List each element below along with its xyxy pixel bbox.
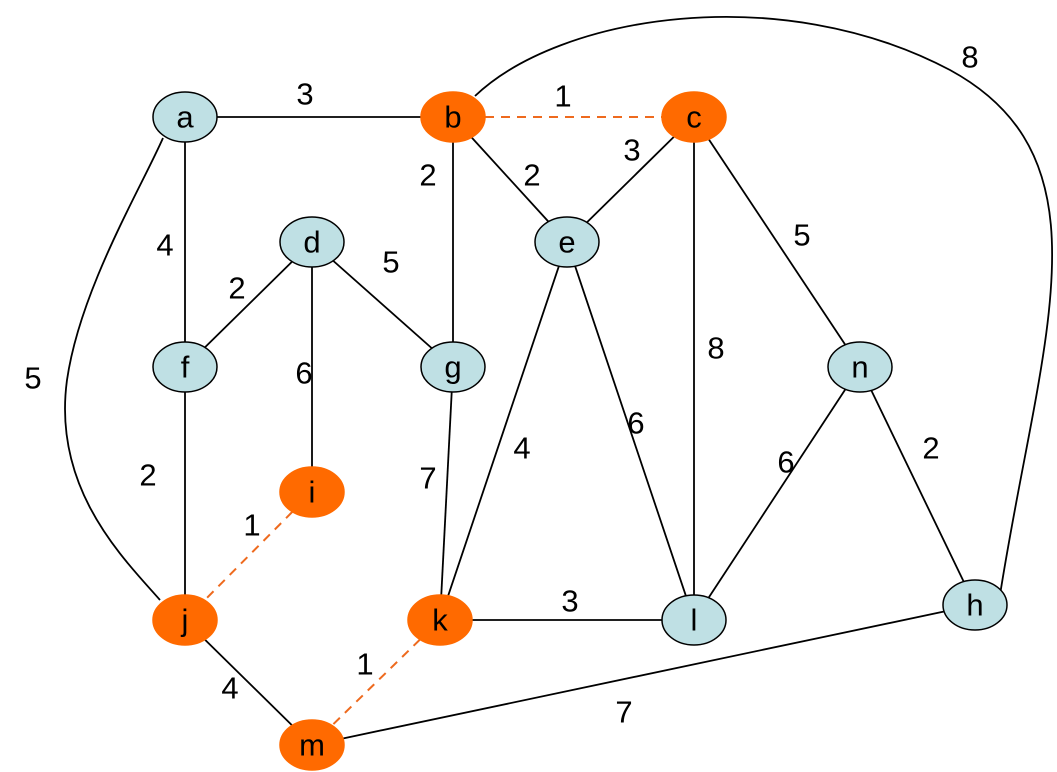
node-j-shape: [152, 594, 218, 646]
node-k-label: k: [432, 603, 448, 638]
node-b-label: b: [444, 100, 461, 135]
node-m-label: m: [299, 728, 325, 763]
edge-weight-n-l: 6: [777, 445, 794, 480]
node-b: b: [420, 91, 486, 143]
edge-n-l: [707, 388, 847, 599]
node-k-shape: [407, 594, 473, 646]
edge-weight-b-c: 1: [554, 79, 571, 114]
node-d: d: [279, 216, 345, 268]
edge-g-k: [440, 391, 453, 596]
edge-e-k: [447, 265, 560, 597]
edge-b-h: [474, 15, 1054, 596]
weights-layer: 3 1 8 4 5 2 2 3 5 8 2 5 6 2 1 7 4 6 6 2 3 4 1 7: [24, 40, 978, 730]
edge-c-e: [586, 135, 675, 224]
edge-weight-b-g: 2: [419, 158, 436, 193]
node-c-label: c: [686, 100, 702, 135]
node-c-shape: [661, 91, 727, 143]
node-g-label: g: [444, 350, 461, 385]
edge-c-n: [707, 138, 847, 346]
node-f-shape: [152, 341, 218, 393]
edge-weight-a-f: 4: [156, 228, 173, 263]
edge-weight-j-m: 4: [221, 671, 238, 706]
edge-weight-d-i: 6: [295, 356, 312, 391]
edge-weight-d-f: 2: [228, 271, 245, 306]
node-g: g: [420, 341, 486, 393]
edge-weight-b-e: 2: [523, 158, 540, 193]
edge-weight-c-n: 5: [793, 218, 810, 253]
node-d-shape: [279, 216, 345, 268]
edge-weight-n-h: 2: [922, 431, 939, 466]
node-c: c: [661, 91, 727, 143]
node-e-shape: [534, 216, 600, 268]
edge-weight-g-k: 7: [419, 461, 436, 496]
edge-e-l: [574, 265, 687, 597]
node-h-label: h: [966, 588, 983, 623]
node-n-label: n: [851, 350, 868, 385]
node-j: j: [152, 594, 218, 646]
node-l-label: l: [691, 603, 698, 638]
node-a-shape: [152, 91, 218, 143]
edge-weight-d-g: 5: [382, 245, 399, 280]
edge-weight-c-e: 3: [623, 133, 640, 168]
node-m-shape: [279, 719, 345, 771]
edge-a-j: [64, 137, 164, 601]
edge-weight-k-m: 1: [356, 647, 373, 682]
node-a: a: [152, 91, 218, 143]
node-b-shape: [420, 91, 486, 143]
edge-j-m: [204, 638, 293, 727]
node-j-label: j: [181, 603, 189, 638]
node-i-label: i: [309, 475, 316, 510]
node-i: i: [279, 466, 345, 518]
edge-weight-e-l: 6: [627, 406, 644, 441]
edge-weight-m-h: 7: [615, 695, 632, 730]
edge-m-h: [342, 610, 945, 740]
edges-layer: [64, 15, 1054, 740]
node-f: f: [152, 341, 218, 393]
node-e-label: e: [558, 225, 575, 260]
edge-weight-b-h: 8: [961, 40, 978, 75]
edge-weight-f-j: 2: [139, 458, 156, 493]
edge-weight-e-k: 4: [513, 431, 530, 466]
node-k: k: [407, 594, 473, 646]
edge-weight-a-j: 5: [24, 361, 41, 396]
node-g-shape: [420, 341, 486, 393]
edge-weight-k-l: 3: [561, 584, 578, 619]
nodes-layer: a b c d e f g n i j k l h m: [152, 91, 1008, 771]
node-h: h: [942, 579, 1008, 631]
node-n-shape: [827, 341, 893, 393]
node-d-label: d: [303, 225, 320, 260]
node-e: e: [534, 216, 600, 268]
node-n: n: [827, 341, 893, 393]
node-h-shape: [942, 579, 1008, 631]
node-i-shape: [279, 466, 345, 518]
node-l: l: [661, 594, 727, 646]
node-f-label: f: [181, 350, 190, 385]
edge-d-f: [204, 260, 293, 349]
edge-b-e: [470, 136, 550, 223]
edge-k-m: [331, 638, 421, 727]
edge-i-j: [203, 511, 294, 601]
node-a-label: a: [176, 100, 194, 135]
edge-weight-i-j: 1: [243, 508, 260, 543]
edge-n-h: [870, 389, 965, 583]
node-m: m: [279, 719, 345, 771]
edge-weight-a-b: 3: [296, 77, 313, 112]
edge-d-g: [332, 260, 433, 349]
node-l-shape: [661, 594, 727, 646]
edge-weight-c-l: 8: [707, 331, 724, 366]
